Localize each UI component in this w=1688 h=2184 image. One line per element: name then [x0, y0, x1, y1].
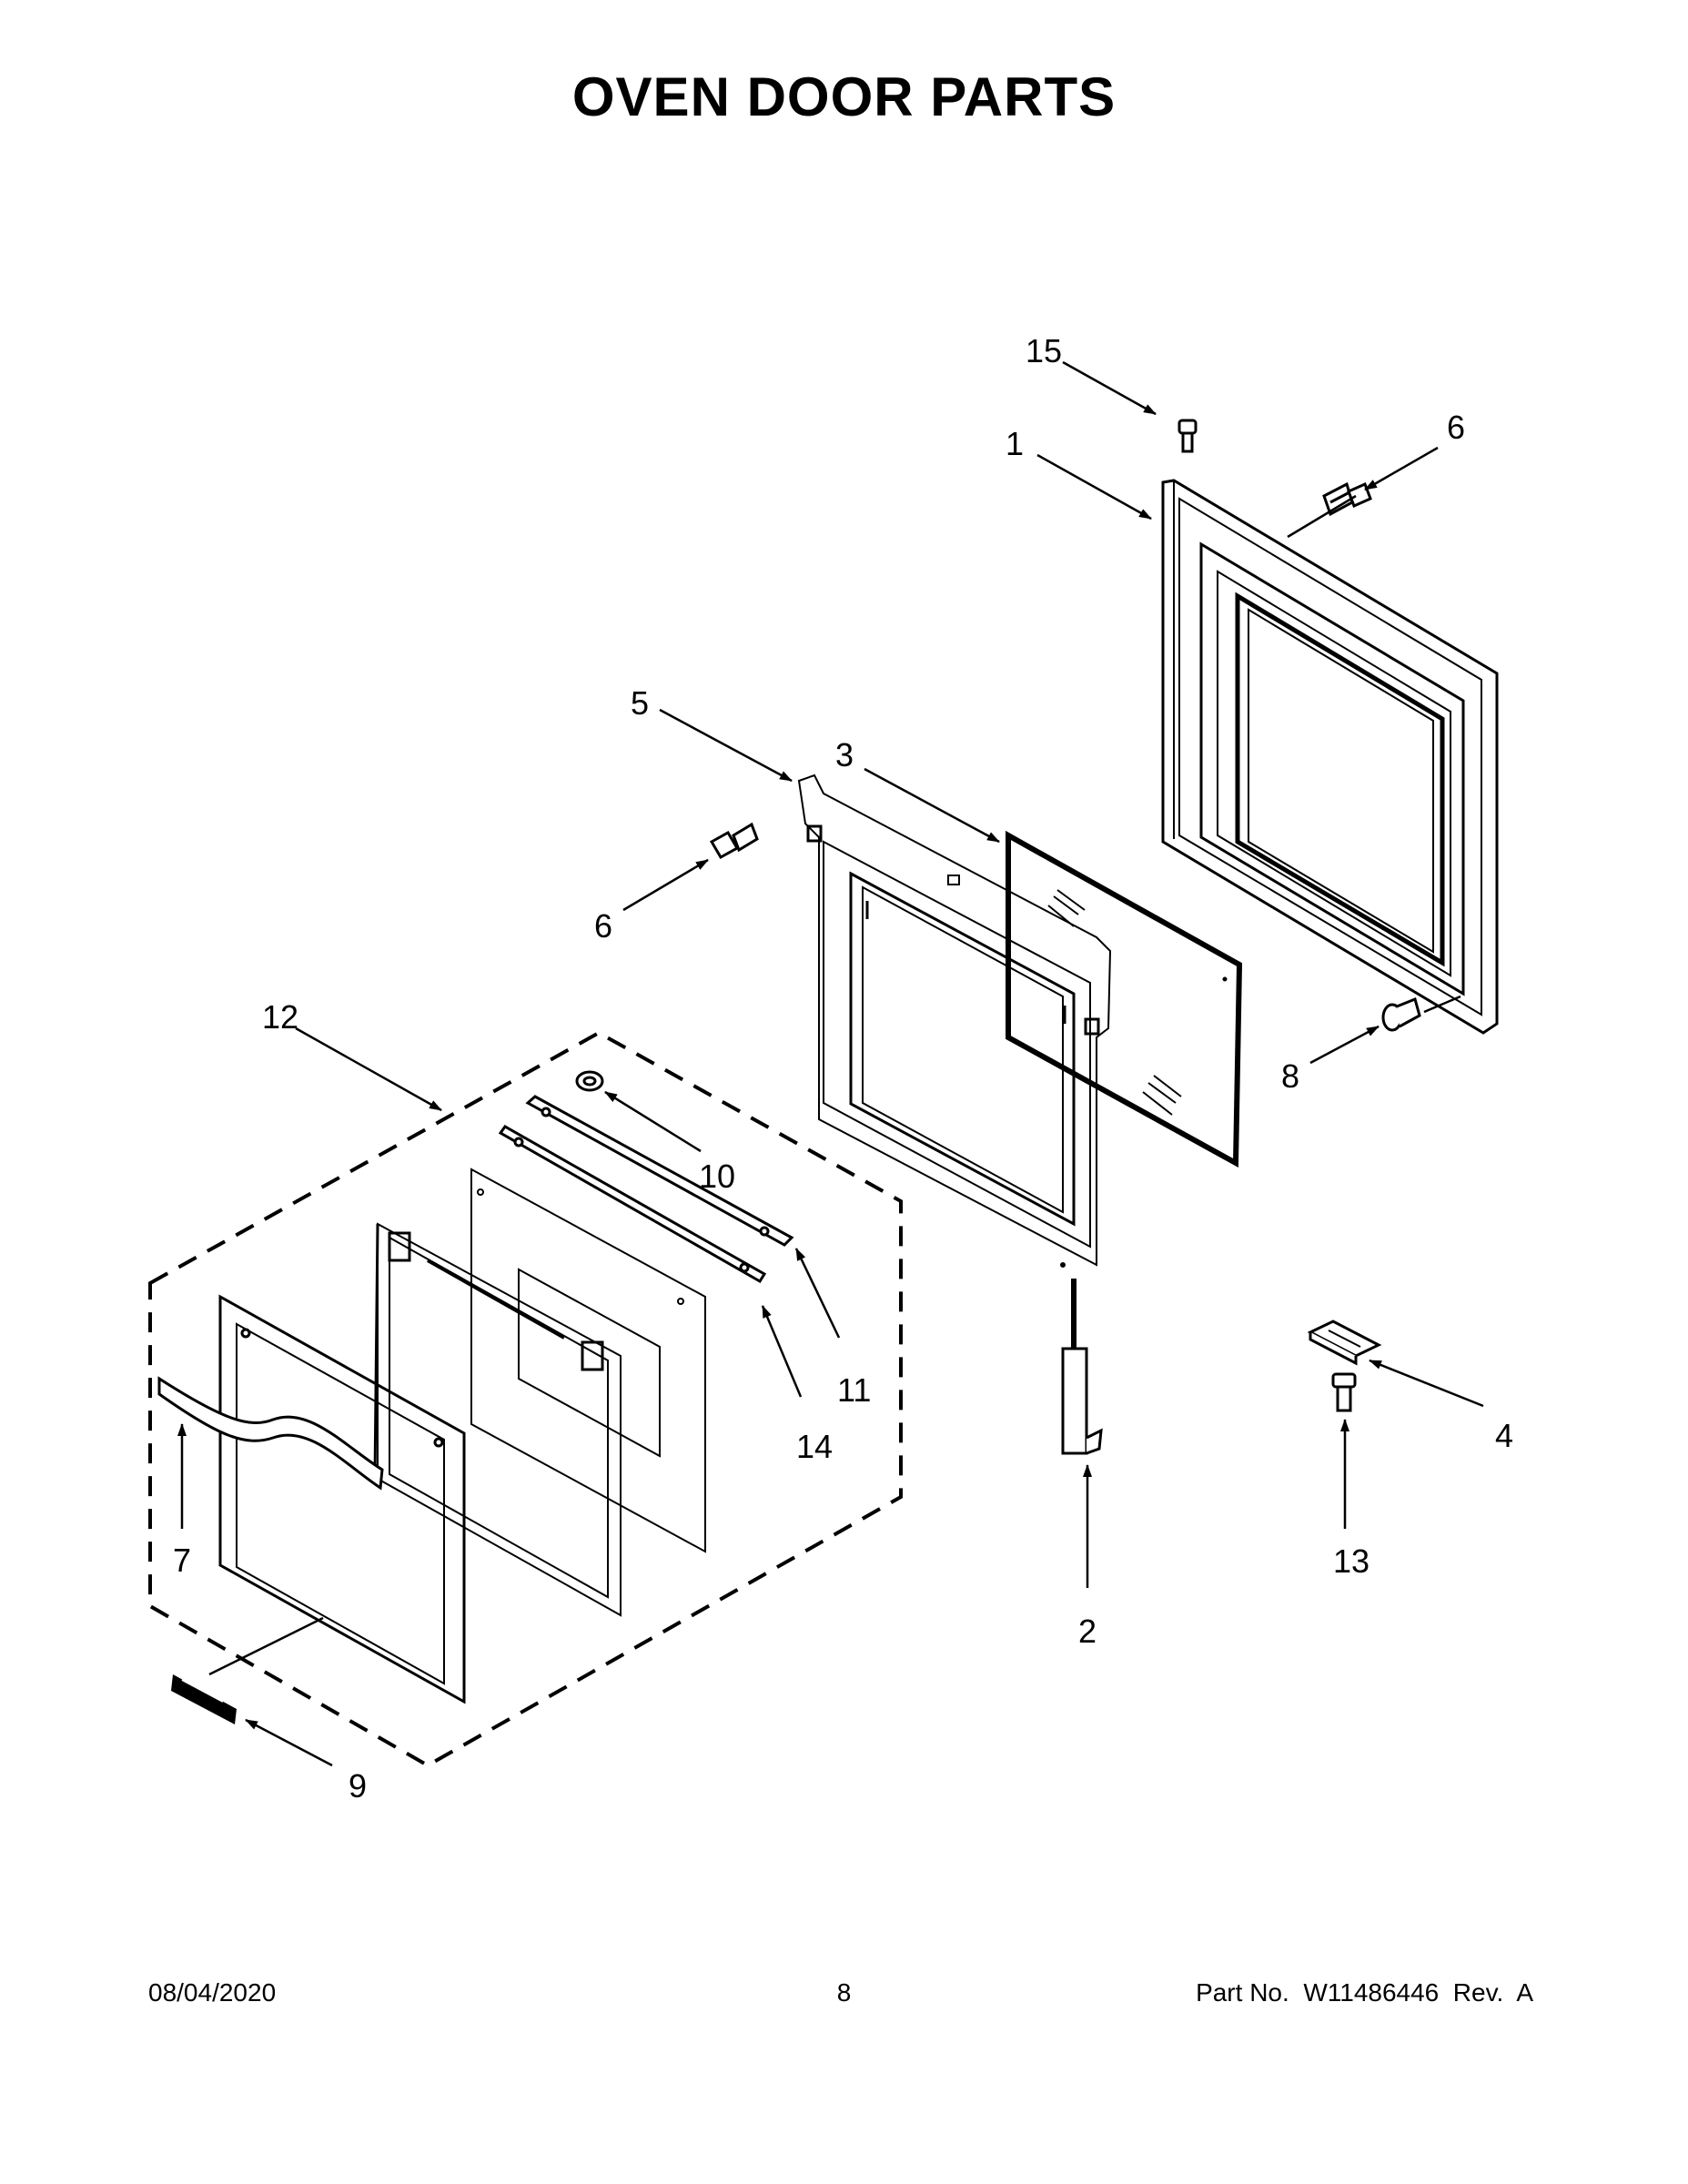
footer-date: 08/04/2020 — [148, 1978, 277, 2007]
part-screw-6-lower — [709, 822, 759, 860]
leader-6-upper-line — [1287, 494, 1357, 539]
part-outer-door-panel — [1161, 479, 1499, 1035]
leader-11 — [794, 1248, 841, 1339]
assembly-boundary-12 — [148, 1030, 903, 1768]
part-glass-pane-3 — [1006, 830, 1243, 1168]
leader-5 — [659, 708, 793, 783]
part-gasket-7 — [157, 1376, 384, 1491]
part-hinge-2 — [1061, 1279, 1103, 1455]
leader-12 — [295, 1026, 442, 1112]
leader-9 — [245, 1718, 333, 1767]
callout-15: 15 — [1026, 332, 1062, 369]
leader-9-diag — [208, 1616, 324, 1676]
footer-part-number: Part No. W11486446 Rev. A — [1196, 1978, 1533, 2007]
part-inner-glass-rear — [470, 1168, 706, 1553]
part-inner-door-frame-5 — [797, 774, 1112, 1268]
callout-6-upper: 6 — [1447, 409, 1465, 446]
leader-6-lower — [622, 858, 709, 912]
callout-13: 13 — [1333, 1542, 1370, 1580]
callout-3: 3 — [835, 736, 854, 774]
callout-11: 11 — [837, 1371, 871, 1409]
leader-8-line — [1423, 995, 1461, 1014]
footer-page-number: 8 — [836, 1978, 852, 2007]
callout-1: 1 — [1006, 425, 1024, 462]
callout-10: 10 — [699, 1158, 735, 1195]
part-nut-10 — [575, 1070, 604, 1092]
callout-14: 14 — [796, 1428, 833, 1465]
callout-8: 8 — [1281, 1057, 1299, 1095]
callout-7: 7 — [173, 1542, 191, 1579]
part-screw-13 — [1331, 1372, 1357, 1412]
callout-labels: 15 1 6 5 3 6 8 12 10 11 14 7 9 2 4 13 — [173, 332, 1513, 1805]
callout-5: 5 — [631, 684, 649, 722]
leader-8 — [1309, 1025, 1380, 1065]
leader-4 — [1369, 1359, 1484, 1408]
leader-10 — [604, 1090, 702, 1153]
part-bumper-8 — [1381, 996, 1421, 1032]
leader-3 — [864, 767, 1000, 844]
leader-arrows — [177, 360, 1484, 1767]
leader-6-upper — [1364, 446, 1439, 491]
callout-4: 4 — [1495, 1417, 1513, 1454]
part-screw-15 — [1178, 419, 1198, 453]
part-hinge-receptacle-4 — [1307, 1320, 1382, 1366]
leader-15 — [1062, 360, 1157, 416]
leader-14 — [761, 1305, 803, 1398]
part-front-glass — [218, 1294, 466, 1704]
leader-1 — [1036, 453, 1152, 521]
callout-9: 9 — [349, 1767, 367, 1805]
part-inner-glass-middle — [373, 1222, 622, 1617]
page-title: OVEN DOOR PARTS — [571, 66, 1117, 127]
part-bracket-14 — [498, 1125, 767, 1284]
callout-2: 2 — [1078, 1613, 1097, 1650]
callout-12: 12 — [262, 998, 298, 1036]
callout-6-lower: 6 — [594, 907, 612, 945]
part-bracket-11 — [525, 1095, 794, 1247]
part-nameplate-9 — [171, 1674, 237, 1724]
